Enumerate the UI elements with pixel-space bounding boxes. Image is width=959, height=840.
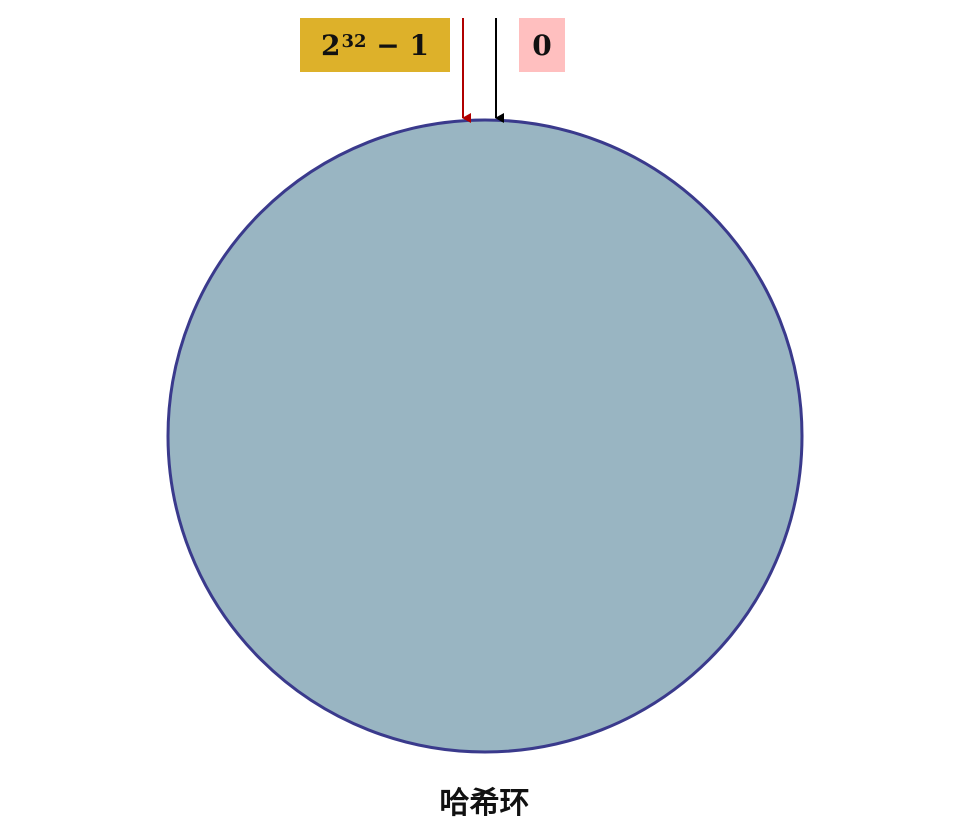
hash-ring xyxy=(166,118,804,754)
max-value-base: 2 xyxy=(321,28,341,62)
max-value-exponent: 32 xyxy=(341,30,367,52)
max-value-suffix: − 1 xyxy=(366,28,429,62)
zero-value-label: 0 xyxy=(519,18,565,72)
zero-value-text: 0 xyxy=(532,28,552,62)
ring-caption: 哈希环 xyxy=(439,786,530,821)
